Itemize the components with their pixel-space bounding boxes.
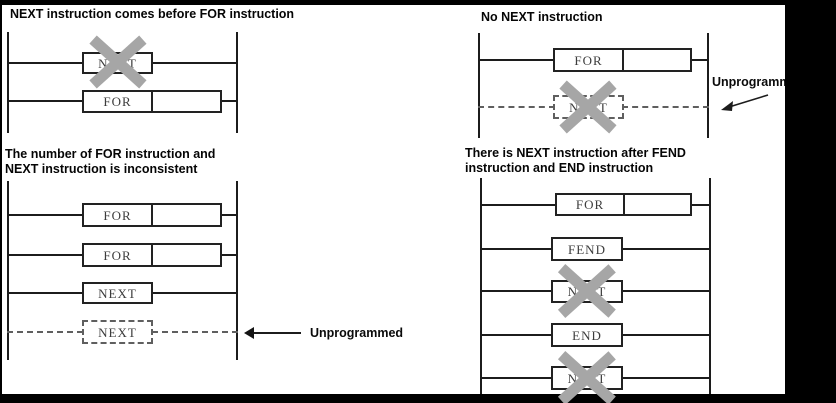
ladder-rail-left xyxy=(478,33,480,138)
ladder-rail-left xyxy=(7,181,9,360)
rung-line xyxy=(480,290,551,292)
scan-border-right xyxy=(785,0,836,403)
instruction-box-for: FOR xyxy=(82,90,153,113)
rung-line xyxy=(480,248,551,250)
unprogrammed-arrow xyxy=(721,94,769,111)
rung-line xyxy=(622,290,711,292)
ladder-rail-left xyxy=(480,178,482,396)
panel-title-inconsistent-count: The number of FOR instruction and NEXT i… xyxy=(5,147,215,177)
rung-line xyxy=(7,292,83,294)
rung-line xyxy=(691,59,709,61)
instruction-label: NEXT xyxy=(569,99,608,115)
rung-line xyxy=(7,62,83,64)
instruction-label: END xyxy=(572,327,602,343)
rung-line xyxy=(152,62,238,64)
rung-line xyxy=(7,214,83,216)
ladder-rail-right xyxy=(236,181,238,360)
instruction-label: NEXT xyxy=(567,370,607,386)
title-line-1: There is NEXT instruction after FEND xyxy=(465,146,686,160)
panel-title-next-after-fend-end: There is NEXT instruction after FEND ins… xyxy=(465,146,686,176)
rung-line xyxy=(622,334,711,336)
unprogrammed-arrow-line xyxy=(252,332,301,334)
rung-line xyxy=(480,204,555,206)
dashed-rung-line xyxy=(152,331,238,333)
instruction-box-next: NEXT xyxy=(82,282,153,304)
instruction-box-end: END xyxy=(551,323,623,347)
instruction-box-next-dashed: NEXT xyxy=(82,320,153,344)
instruction-label: NEXT xyxy=(567,284,607,299)
instruction-label: NEXT xyxy=(98,324,137,340)
instruction-label: FEND xyxy=(568,241,606,257)
instruction-label: FOR xyxy=(103,94,132,109)
instruction-box-for: FOR xyxy=(82,243,153,267)
instruction-box-next: NEXT xyxy=(551,280,623,303)
ladder-rail-right xyxy=(707,33,709,138)
ladder-rail-left xyxy=(7,32,9,133)
instruction-label: FOR xyxy=(103,207,132,223)
instruction-box-for: FOR xyxy=(555,193,625,216)
rung-line xyxy=(7,100,83,102)
operand-box-empty xyxy=(623,193,692,216)
rung-line xyxy=(691,204,711,206)
rung-line xyxy=(221,214,238,216)
panel-title-no-next: No NEXT instruction xyxy=(481,10,603,24)
title-line-1: The number of FOR instruction and xyxy=(5,147,216,161)
instruction-box-next: NEXT xyxy=(82,52,153,74)
operand-box-empty xyxy=(151,243,222,267)
instruction-label: FOR xyxy=(103,247,132,263)
rung-line xyxy=(478,59,555,61)
operand-box-empty xyxy=(151,90,222,113)
instruction-box-fend: FEND xyxy=(551,237,623,261)
instruction-label: FOR xyxy=(575,197,605,212)
rung-line xyxy=(622,377,711,379)
unprogrammed-arrowhead xyxy=(244,327,254,339)
operand-box-empty xyxy=(622,48,692,72)
scan-border-bottom xyxy=(0,394,836,403)
dashed-rung-line xyxy=(478,106,555,108)
unprogrammed-label: Unprogrammed xyxy=(712,75,806,89)
rung-line xyxy=(622,248,711,250)
rung-line xyxy=(7,254,83,256)
rung-line xyxy=(221,100,238,102)
instruction-box-next-dashed: NEXT xyxy=(553,95,624,119)
instruction-label: NEXT xyxy=(98,285,137,301)
title-line-2: NEXT instruction is inconsistent xyxy=(5,162,198,176)
rung-line xyxy=(152,292,238,294)
instruction-label: FOR xyxy=(574,52,603,68)
panel-title-next-before-for: NEXT instruction comes before FOR instru… xyxy=(10,7,295,21)
instruction-box-for: FOR xyxy=(82,203,153,227)
scan-border-top xyxy=(0,0,836,5)
ladder-rail-right xyxy=(236,32,238,133)
title-line-2: instruction and END instruction xyxy=(465,161,654,175)
dashed-rung-line xyxy=(7,331,83,333)
dashed-rung-line xyxy=(622,106,709,108)
instruction-box-for: FOR xyxy=(553,48,624,72)
operand-box-empty xyxy=(151,203,222,227)
ladder-rail-right xyxy=(709,178,711,396)
scan-border-left xyxy=(0,0,2,403)
rung-line xyxy=(480,334,551,336)
instruction-box-next: NEXT xyxy=(551,366,623,390)
instruction-label: NEXT xyxy=(98,55,137,71)
rung-line xyxy=(221,254,238,256)
unprogrammed-label: Unprogrammed xyxy=(310,326,404,340)
rung-line xyxy=(480,377,551,379)
